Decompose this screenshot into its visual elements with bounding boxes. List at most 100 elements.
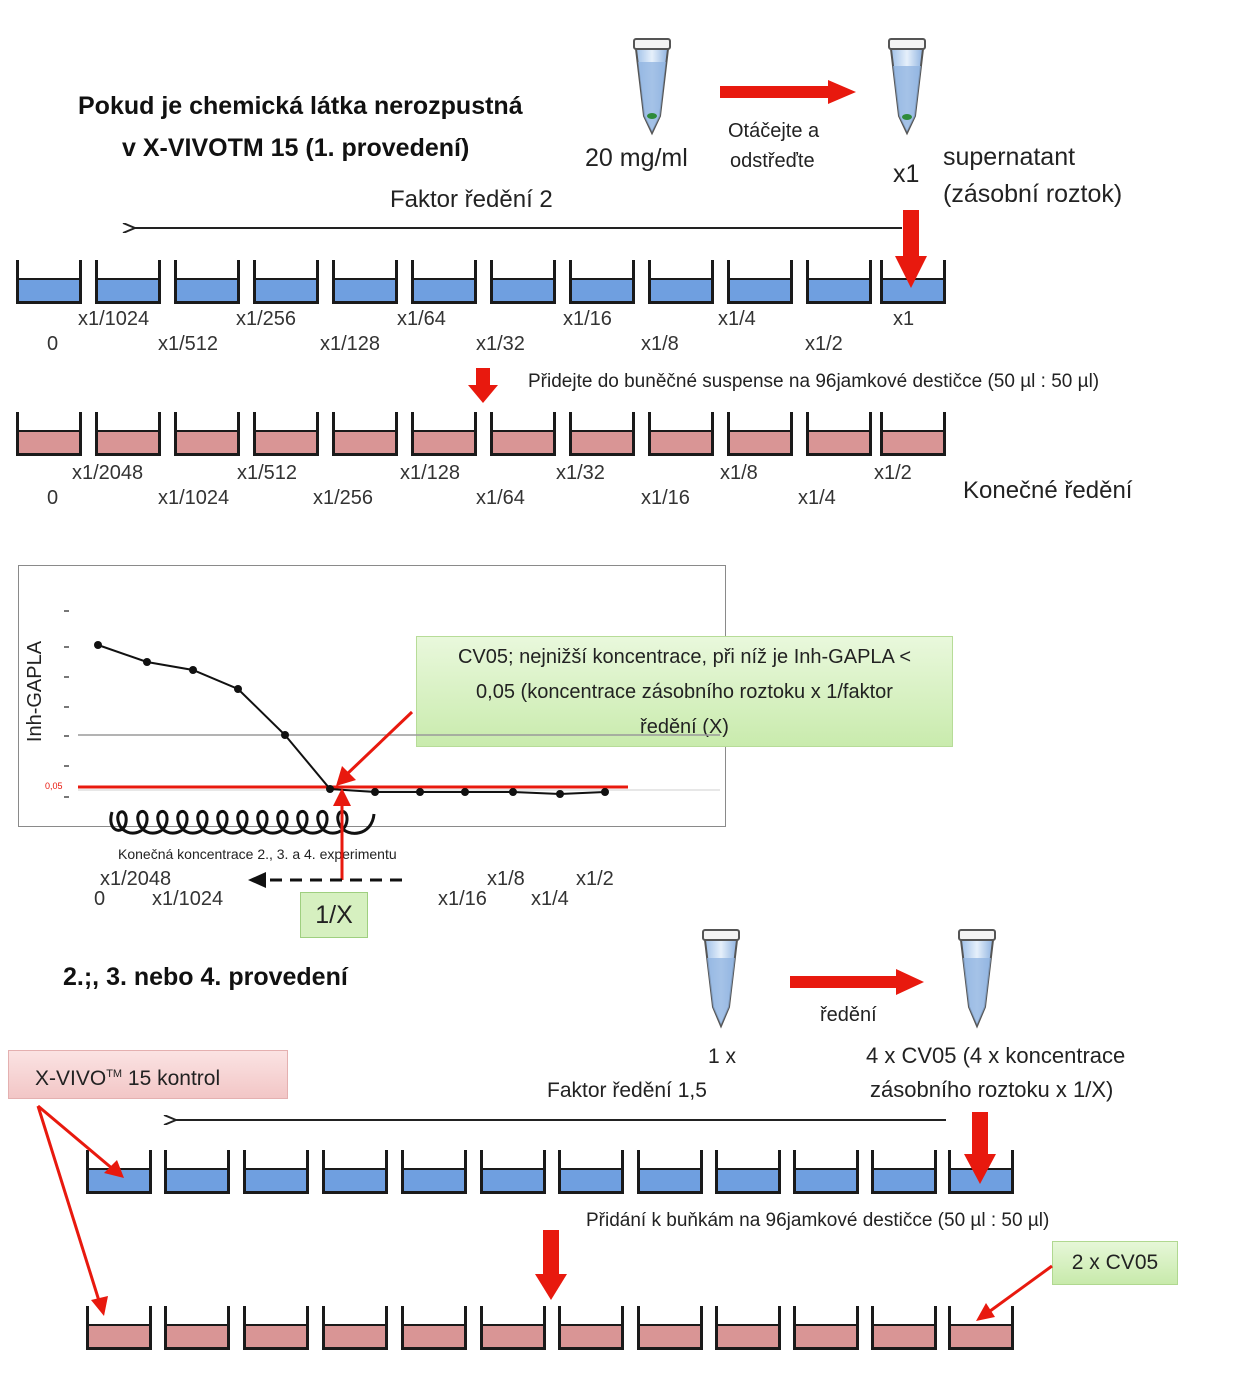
graph-axis-label: x1/2 <box>576 868 614 890</box>
well <box>871 1150 937 1194</box>
section2-stock-row <box>86 1150 1016 1196</box>
callout-line1: CV05; nejnižší koncentrace, při níž je I… <box>457 646 912 668</box>
tube2-factor-label: x1 <box>893 160 920 188</box>
graph-axis-label: x1/8 <box>487 868 525 890</box>
stock-row-label: 0 <box>47 333 59 355</box>
final-row-label: x1/8 <box>720 462 758 484</box>
well <box>648 260 714 304</box>
control-pointer-arrow <box>37 1104 124 1178</box>
supernatant-down-arrow <box>895 210 927 288</box>
well <box>480 1150 546 1194</box>
control-label-text: X-VIVO <box>35 1067 107 1090</box>
well <box>174 260 240 304</box>
section1-title-line1: Pokud je chemická látka nerozpustná <box>78 92 523 120</box>
well <box>164 1306 230 1350</box>
step-arrow-label-line2: odstřeďte <box>730 150 815 172</box>
dilute-arrow <box>790 969 924 995</box>
control-label-box: X-VIVOTM 15 kontrol <box>8 1050 288 1099</box>
inhibition-curve <box>97 644 606 796</box>
cv05-callout: CV05; nejnižší koncentrace, při níž je I… <box>416 636 953 747</box>
stock-row-label: x1/4 <box>718 308 756 330</box>
well <box>401 1306 467 1350</box>
well <box>164 1150 230 1194</box>
well <box>322 1150 388 1194</box>
threshold-label: 0,05 <box>45 781 63 791</box>
well <box>569 260 635 304</box>
graph-gridlines <box>78 734 720 791</box>
dilution-factor-label: Faktor ředění 2 <box>390 186 553 213</box>
well <box>569 412 635 456</box>
inverse-x-box: 1/X <box>300 892 368 938</box>
stock-row-label: x1/1024 <box>78 308 150 330</box>
well <box>253 412 319 456</box>
final-row-label: x1/4 <box>798 487 836 509</box>
final-row-label: x1/16 <box>641 487 690 509</box>
tube-icon <box>888 38 926 136</box>
well <box>490 260 556 304</box>
tube-icon <box>702 929 740 1029</box>
well <box>174 412 240 456</box>
section2-title: 2.;, 3. nebo 4. provedení <box>63 963 348 991</box>
final-row-label: 0 <box>47 487 59 509</box>
well <box>401 1150 467 1194</box>
final-row-label: x1/128 <box>400 462 461 484</box>
well <box>16 412 82 456</box>
final-row-label: x1/2048 <box>72 462 144 484</box>
callout-pointer-arrow <box>336 710 414 786</box>
well <box>411 260 477 304</box>
well <box>480 1306 546 1350</box>
well <box>715 1150 781 1194</box>
step-arrow-label-line1: Otáčejte a <box>728 120 820 142</box>
experiment-caption: Konečná koncentrace 2., 3. a 4. experime… <box>118 846 397 862</box>
final-row-label: x1/512 <box>237 462 298 484</box>
well <box>253 260 319 304</box>
final-dilution-label: Konečné ředění <box>963 477 1133 504</box>
section2-tube2-line1: 4 x CV05 (4 x koncentrace <box>866 1043 1126 1068</box>
well <box>948 1306 1014 1350</box>
section2-dilution-factor: Faktor ředění 1,5 <box>547 1079 707 1102</box>
well <box>727 260 793 304</box>
section2-stock-down-arrow <box>964 1112 996 1184</box>
stock-row-label: x1/32 <box>476 333 525 355</box>
well <box>86 1306 152 1350</box>
section2-step-arrow-label: ředění <box>820 1004 877 1026</box>
control-pointer-arrow <box>36 1105 108 1316</box>
well <box>727 412 793 456</box>
well <box>16 260 82 304</box>
well <box>793 1306 859 1350</box>
transfer-down-arrow <box>468 368 498 403</box>
well <box>806 412 872 456</box>
stock-row-label: x1/2 <box>805 333 843 355</box>
well <box>880 412 946 456</box>
dilution-loops <box>109 810 376 835</box>
control-label-suffix: 15 kontrol <box>122 1067 221 1090</box>
final-row-label: x1/2 <box>874 462 912 484</box>
centrifuge-arrow <box>720 80 856 104</box>
final-row-label: x1/32 <box>556 462 605 484</box>
well <box>411 412 477 456</box>
graph-axis-label: x1/2048 <box>100 868 172 890</box>
final-dilution-row <box>16 412 946 458</box>
well <box>637 1306 703 1350</box>
well <box>95 412 161 456</box>
well <box>243 1150 309 1194</box>
stock-row-label: x1/256 <box>236 308 297 330</box>
final-row-label: x1/256 <box>313 487 374 509</box>
well <box>793 1150 859 1194</box>
inhibition-curve-points <box>94 641 609 798</box>
stock-row-label: x1/512 <box>158 333 219 355</box>
well <box>648 412 714 456</box>
well <box>322 1306 388 1350</box>
callout-line2: 0,05 (koncentrace zásobního roztoku x 1/… <box>476 681 893 703</box>
section2-tube2-line2: zásobního roztoku x 1/X) <box>870 1077 1114 1102</box>
tube-icon <box>958 929 996 1029</box>
final-row-label: x1/64 <box>476 487 525 509</box>
supernatant-label-line2: (zásobní roztok) <box>943 180 1123 208</box>
well <box>243 1306 309 1350</box>
tube-icon <box>633 38 671 136</box>
graph-axis-label: x1/1024 <box>152 888 224 910</box>
graph-axis-label: 0 <box>94 888 106 910</box>
well <box>637 1150 703 1194</box>
cv05-pointer-arrow <box>976 1264 1053 1321</box>
